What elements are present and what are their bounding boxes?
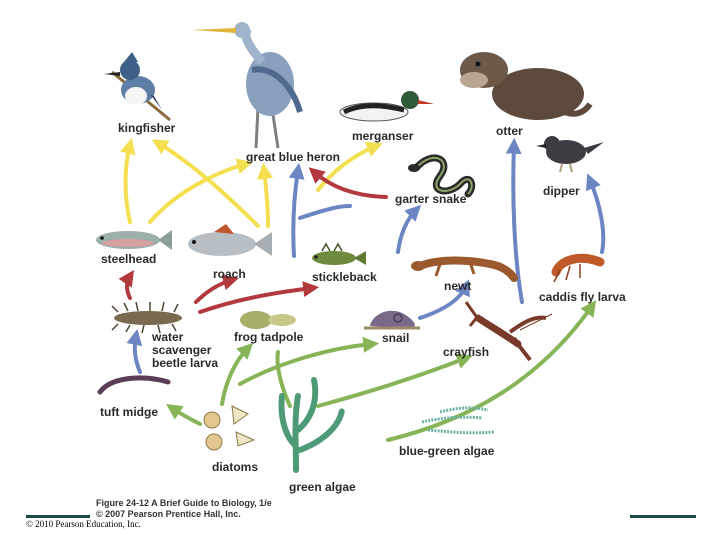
- label-merganser: merganser: [352, 129, 414, 143]
- label-diatoms: diatoms: [212, 460, 259, 474]
- roach-illustration: [188, 224, 272, 256]
- frog-tadpole-illustration: [240, 311, 296, 329]
- arrow-snake-to-heron: [308, 167, 388, 199]
- tuft-midge-illustration: [97, 375, 171, 395]
- caption-line-1: Figure 24-12 A Brief Guide to Biology, 1…: [96, 498, 272, 508]
- footer-bar-right: [630, 515, 696, 518]
- arrow-beetle-to-steelhead: [118, 270, 134, 300]
- blue-green-algae-illustration: [421, 406, 495, 435]
- steelhead-illustration: [96, 230, 172, 250]
- beetle-larva-illustration: [111, 301, 182, 334]
- arrow-tuft-to-beetle: [126, 328, 143, 374]
- label-kingfisher: kingfisher: [118, 121, 176, 135]
- otter-illustration: [460, 52, 593, 120]
- arrow-steelhead-to-heron: [148, 158, 253, 224]
- crayfish-illustration: [464, 301, 553, 362]
- label-garter-snake: garter snake: [395, 192, 467, 206]
- arrow-algae-to-crayfish: [316, 353, 473, 408]
- label-tuft-midge: tuft midge: [100, 405, 158, 419]
- arrow-crayfish-to-otter: [505, 137, 524, 304]
- arrow-caddis-to-dipper: [585, 173, 606, 254]
- dipper-illustration: [536, 136, 604, 173]
- arrow-newt-to-snake: [396, 204, 422, 254]
- arrow-diatoms-to-tadpole: [220, 342, 254, 406]
- arrow-roach-to-kingfisher: [151, 139, 260, 228]
- great-blue-heron-illustration: [192, 22, 303, 149]
- arrow-stickleback-to-merganser: [316, 142, 383, 192]
- label-green-algae: green algae: [289, 480, 356, 494]
- label-roach: roach: [213, 267, 246, 281]
- caption-line-2: © 2007 Pearson Prentice Hall, Inc.: [96, 509, 241, 519]
- kingfisher-illustration: [104, 52, 171, 122]
- label-blue-green-algae: blue-green algae: [399, 444, 495, 458]
- arrow-diatoms-to-tuft: [166, 404, 202, 426]
- figure-caption: Figure 24-12 A Brief Guide to Biology, 1…: [96, 498, 272, 520]
- label-stickleback: stickleback: [312, 270, 377, 284]
- snail-illustration: [364, 310, 420, 330]
- copyright-notice: © 2010 Pearson Education, Inc.: [26, 519, 141, 529]
- arrow-bluegreen-to-caddis: [386, 300, 597, 442]
- label-steelhead: steelhead: [101, 252, 157, 266]
- arrow-beetle-to-roach: [194, 274, 239, 304]
- arrow-snail-to-newt: [418, 279, 470, 320]
- green-algae-illustration: [278, 377, 345, 473]
- arrow-algae-to-snail: [238, 336, 380, 386]
- caddis-fly-larva-illustration: [551, 253, 605, 283]
- label-caddis-fly-larva: caddis fly larva: [539, 290, 626, 304]
- arrow-beetle-to-stickleback: [198, 281, 320, 314]
- garter-snake-illustration: [408, 154, 476, 198]
- newt-illustration: [411, 256, 518, 282]
- label-great-blue-heron: great blue heron: [246, 150, 341, 164]
- label-crayfish: crayfish: [443, 345, 490, 359]
- label-newt: newt: [444, 279, 472, 293]
- label-snail: snail: [382, 331, 410, 345]
- arrow-stickleback-to-heron: [288, 162, 305, 258]
- label-frog-tadpole: frog tadpole: [234, 330, 304, 344]
- arrow-steelhead-to-kingfisher: [120, 138, 136, 224]
- arrow-roach-to-heron: [257, 162, 274, 228]
- label-otter: otter: [496, 124, 523, 138]
- label-water-scavenger-beetle-larva: water scavenger beetle larva: [152, 330, 219, 370]
- diatoms-illustration: [203, 405, 256, 451]
- arrow-greenalgae-to-tadpole: [275, 350, 292, 408]
- footer-bar-left: [26, 515, 90, 518]
- stickleback-illustration: [312, 242, 366, 265]
- arrow-roach-to-otter-branch: [298, 204, 352, 220]
- label-dipper: dipper: [543, 184, 580, 198]
- merganser-illustration: [339, 91, 434, 122]
